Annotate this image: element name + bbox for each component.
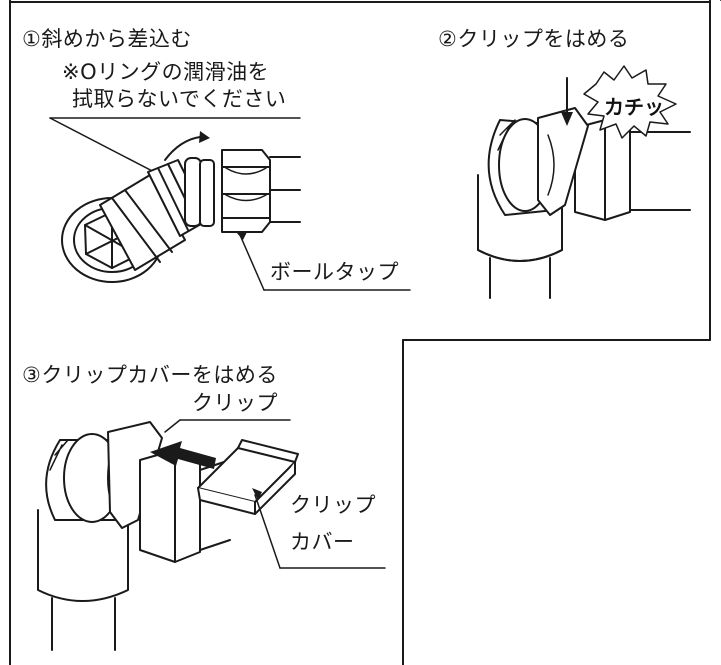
- clip-cover-label-line1: クリップ: [290, 493, 376, 517]
- click-sound-label: カチッ: [604, 95, 664, 119]
- step2-illustration: [477, 65, 691, 299]
- step3-illustration: [37, 419, 386, 651]
- step1-note-line2: 拭取らないでください: [72, 87, 287, 111]
- ball-tap-label: ボールタップ: [270, 260, 399, 284]
- clip-cover-label-line2: カバー: [290, 530, 355, 554]
- step1-illustration: [49, 117, 411, 291]
- burst-shape: [583, 65, 677, 139]
- step1-title: ①斜めから差込む: [22, 27, 192, 51]
- step3-title: ③クリップカバーをはめる: [22, 363, 278, 387]
- step1-note-line1: ※Oリングの潤滑油を: [62, 60, 270, 84]
- clip-label: クリップ: [192, 391, 278, 415]
- panel-borders: [9, 0, 721, 665]
- step2-title: ②クリップをはめる: [438, 27, 630, 51]
